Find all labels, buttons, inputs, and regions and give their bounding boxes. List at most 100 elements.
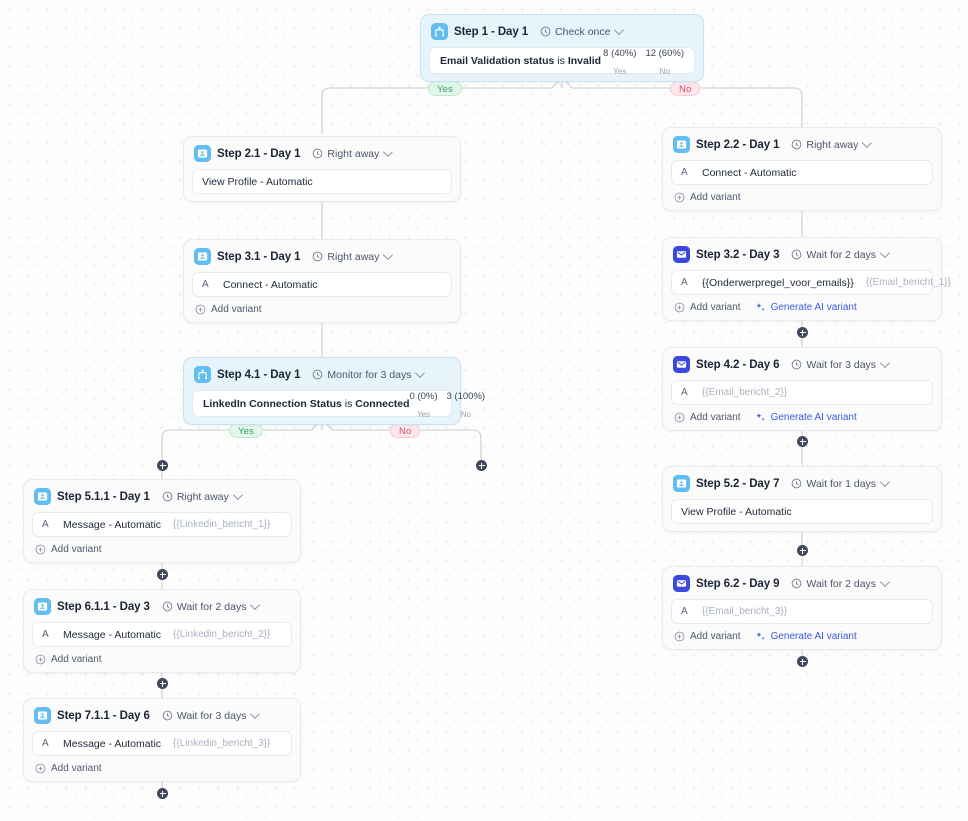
node-header: Step 2.1 - Day 1 Right away xyxy=(192,144,452,169)
generate-ai-variant-button[interactable]: Generate AI variant xyxy=(755,412,857,423)
linkedin-person-icon xyxy=(673,475,690,492)
sparkle-icon xyxy=(756,413,765,421)
workflow-node-step-3-1[interactable]: Step 3.1 - Day 1 Right away A Connect - … xyxy=(183,239,461,323)
node-timing-dropdown[interactable]: Wait for 2 days xyxy=(162,600,261,613)
condition-branch-icon xyxy=(194,366,211,383)
node-timing-dropdown[interactable]: Right away xyxy=(162,490,243,503)
node-header: Step 3.1 - Day 1 Right away xyxy=(192,247,452,272)
generate-ai-variant-button[interactable]: Generate AI variant xyxy=(755,302,857,313)
circle-plus-icon xyxy=(674,631,685,642)
node-timing-dropdown[interactable]: Wait for 2 days xyxy=(791,577,890,590)
node-timing-dropdown[interactable]: Right away xyxy=(312,147,394,160)
stat-no: 3 (100%) No xyxy=(447,386,486,422)
action-row[interactable]: A {{Email_bericht_2}} xyxy=(671,380,933,405)
message-token: {{Linkedin_bericht_1}} xyxy=(173,519,271,530)
action-label: Message - Automatic xyxy=(63,518,162,531)
add-step-button[interactable] xyxy=(157,788,168,799)
condition-row[interactable]: LinkedIn Connection Status is Connected … xyxy=(192,390,485,419)
workflow-node-step-7-1-1[interactable]: Step 7.1.1 - Day 6 Wait for 3 days A Mes… xyxy=(23,698,301,782)
workflow-node-step-4-2[interactable]: Step 4.2 - Day 6 Wait for 3 days A {{Ema… xyxy=(662,347,942,431)
add-variant-label: Add variant xyxy=(51,763,102,774)
workflow-node-step-4-1[interactable]: Step 4.1 - Day 1 Monitor for 3 days Link… xyxy=(183,357,485,425)
condition-row[interactable]: Email Validation status is Invalid 8 (40… xyxy=(429,47,695,76)
sparkle-icon xyxy=(756,632,765,640)
condition-prefix: Email Validation status xyxy=(440,54,555,67)
add-variant-button[interactable]: Add variant xyxy=(195,304,262,315)
linkedin-person-icon xyxy=(34,598,51,615)
node-timing-dropdown[interactable]: Wait for 2 days xyxy=(791,248,890,261)
node-title: Step 6.1.1 - Day 3 xyxy=(57,600,150,613)
clock-icon xyxy=(313,251,323,262)
node-timing-dropdown[interactable]: Right away xyxy=(312,250,394,263)
condition-value: Invalid xyxy=(567,54,602,67)
action-row[interactable]: A Connect - Automatic xyxy=(671,160,933,185)
variant-letter: A xyxy=(42,738,49,749)
add-variant-button[interactable]: Add variant xyxy=(674,192,741,203)
workflow-node-step-2-2[interactable]: Step 2.2 - Day 1 Right away A Connect - … xyxy=(662,127,942,211)
clock-icon xyxy=(313,369,323,380)
node-timing-label: Monitor for 3 days xyxy=(327,368,412,381)
workflow-node-step-5-1-1[interactable]: Step 5.1.1 - Day 1 Right away A Message … xyxy=(23,479,301,563)
node-title: Step 4.2 - Day 6 xyxy=(696,358,780,371)
workflow-node-step-1[interactable]: Step 1 - Day 1 Check once Email Validati… xyxy=(420,14,704,82)
add-step-button[interactable] xyxy=(157,569,168,580)
node-timing-dropdown[interactable]: Wait for 1 days xyxy=(791,477,890,490)
condition-text: Email Validation status is Invalid xyxy=(440,55,601,67)
add-step-button[interactable] xyxy=(157,460,168,471)
workflow-node-step-5-2[interactable]: Step 5.2 - Day 7 Wait for 1 days View Pr… xyxy=(662,466,942,532)
action-row[interactable]: A {{Email_bericht_3}} xyxy=(671,599,933,624)
action-row[interactable]: A {{Onderwerpregel_voor_emails}} {{Email… xyxy=(671,270,951,295)
action-row[interactable]: A Message - Automatic {{Linkedin_bericht… xyxy=(32,622,292,647)
node-footer: Add variant Generate AI variant xyxy=(671,624,933,642)
add-variant-button[interactable]: Add variant xyxy=(674,302,741,313)
add-step-button[interactable] xyxy=(797,436,808,447)
add-step-button[interactable] xyxy=(797,327,808,338)
add-variant-button[interactable]: Add variant xyxy=(35,654,102,665)
workflow-node-step-3-2[interactable]: Step 3.2 - Day 3 Wait for 2 days A {{Ond… xyxy=(662,237,951,321)
chevron-down-icon xyxy=(862,138,873,149)
action-row[interactable]: A Message - Automatic {{Linkedin_bericht… xyxy=(32,512,292,537)
action-row[interactable]: View Profile - Automatic xyxy=(192,169,452,194)
action-label: Connect - Automatic xyxy=(223,278,318,291)
stat-value: 3 (100%) xyxy=(446,390,486,402)
variant-letter: A xyxy=(202,279,209,290)
circle-plus-icon xyxy=(674,412,685,423)
generate-ai-variant-button[interactable]: Generate AI variant xyxy=(755,631,857,642)
node-timing-dropdown[interactable]: Wait for 3 days xyxy=(162,709,261,722)
node-timing-dropdown[interactable]: Right away xyxy=(791,138,873,151)
action-row[interactable]: A Connect - Automatic xyxy=(192,272,452,297)
circle-plus-icon xyxy=(35,544,46,555)
workflow-node-step-2-1[interactable]: Step 2.1 - Day 1 Right away View Profile… xyxy=(183,136,461,202)
add-step-button[interactable] xyxy=(476,460,487,471)
node-timing-dropdown[interactable]: Monitor for 3 days xyxy=(312,368,426,381)
email-subject-token: {{Onderwerpregel_voor_emails}} xyxy=(702,276,854,289)
workflow-node-step-6-1-1[interactable]: Step 6.1.1 - Day 3 Wait for 2 days A Mes… xyxy=(23,589,301,673)
add-variant-button[interactable]: Add variant xyxy=(674,631,741,642)
add-variant-button[interactable]: Add variant xyxy=(674,412,741,423)
workflow-node-step-6-2[interactable]: Step 6.2 - Day 9 Wait for 2 days A {{Ema… xyxy=(662,566,942,650)
generate-ai-variant-label: Generate AI variant xyxy=(770,302,857,313)
message-token: {{Linkedin_bericht_2}} xyxy=(173,629,271,640)
node-timing-dropdown[interactable]: Check once xyxy=(540,25,625,38)
variant-letter: A xyxy=(681,387,688,398)
condition-value: Connected xyxy=(355,397,410,410)
add-step-button[interactable] xyxy=(157,678,168,689)
circle-plus-icon xyxy=(195,304,206,315)
add-variant-button[interactable]: Add variant xyxy=(35,544,102,555)
stat-yes: 8 (40%) Yes xyxy=(603,43,636,79)
action-row[interactable]: A Message - Automatic {{Linkedin_bericht… xyxy=(32,731,292,756)
node-title: Step 2.1 - Day 1 xyxy=(217,147,301,160)
node-footer: Add variant Generate AI variant xyxy=(671,295,933,313)
node-header: Step 1 - Day 1 Check once xyxy=(429,22,695,47)
node-timing-label: Right away xyxy=(327,147,380,160)
add-step-button[interactable] xyxy=(797,656,808,667)
action-label: View Profile - Automatic xyxy=(681,505,792,518)
node-timing-label: Right away xyxy=(176,490,229,503)
variant-letter: A xyxy=(681,606,688,617)
action-row[interactable]: View Profile - Automatic xyxy=(671,499,933,524)
add-variant-button[interactable]: Add variant xyxy=(35,763,102,774)
add-step-button[interactable] xyxy=(797,545,808,556)
branch-pill-no-step1: No xyxy=(670,81,701,96)
node-timing-dropdown[interactable]: Wait for 3 days xyxy=(791,358,890,371)
